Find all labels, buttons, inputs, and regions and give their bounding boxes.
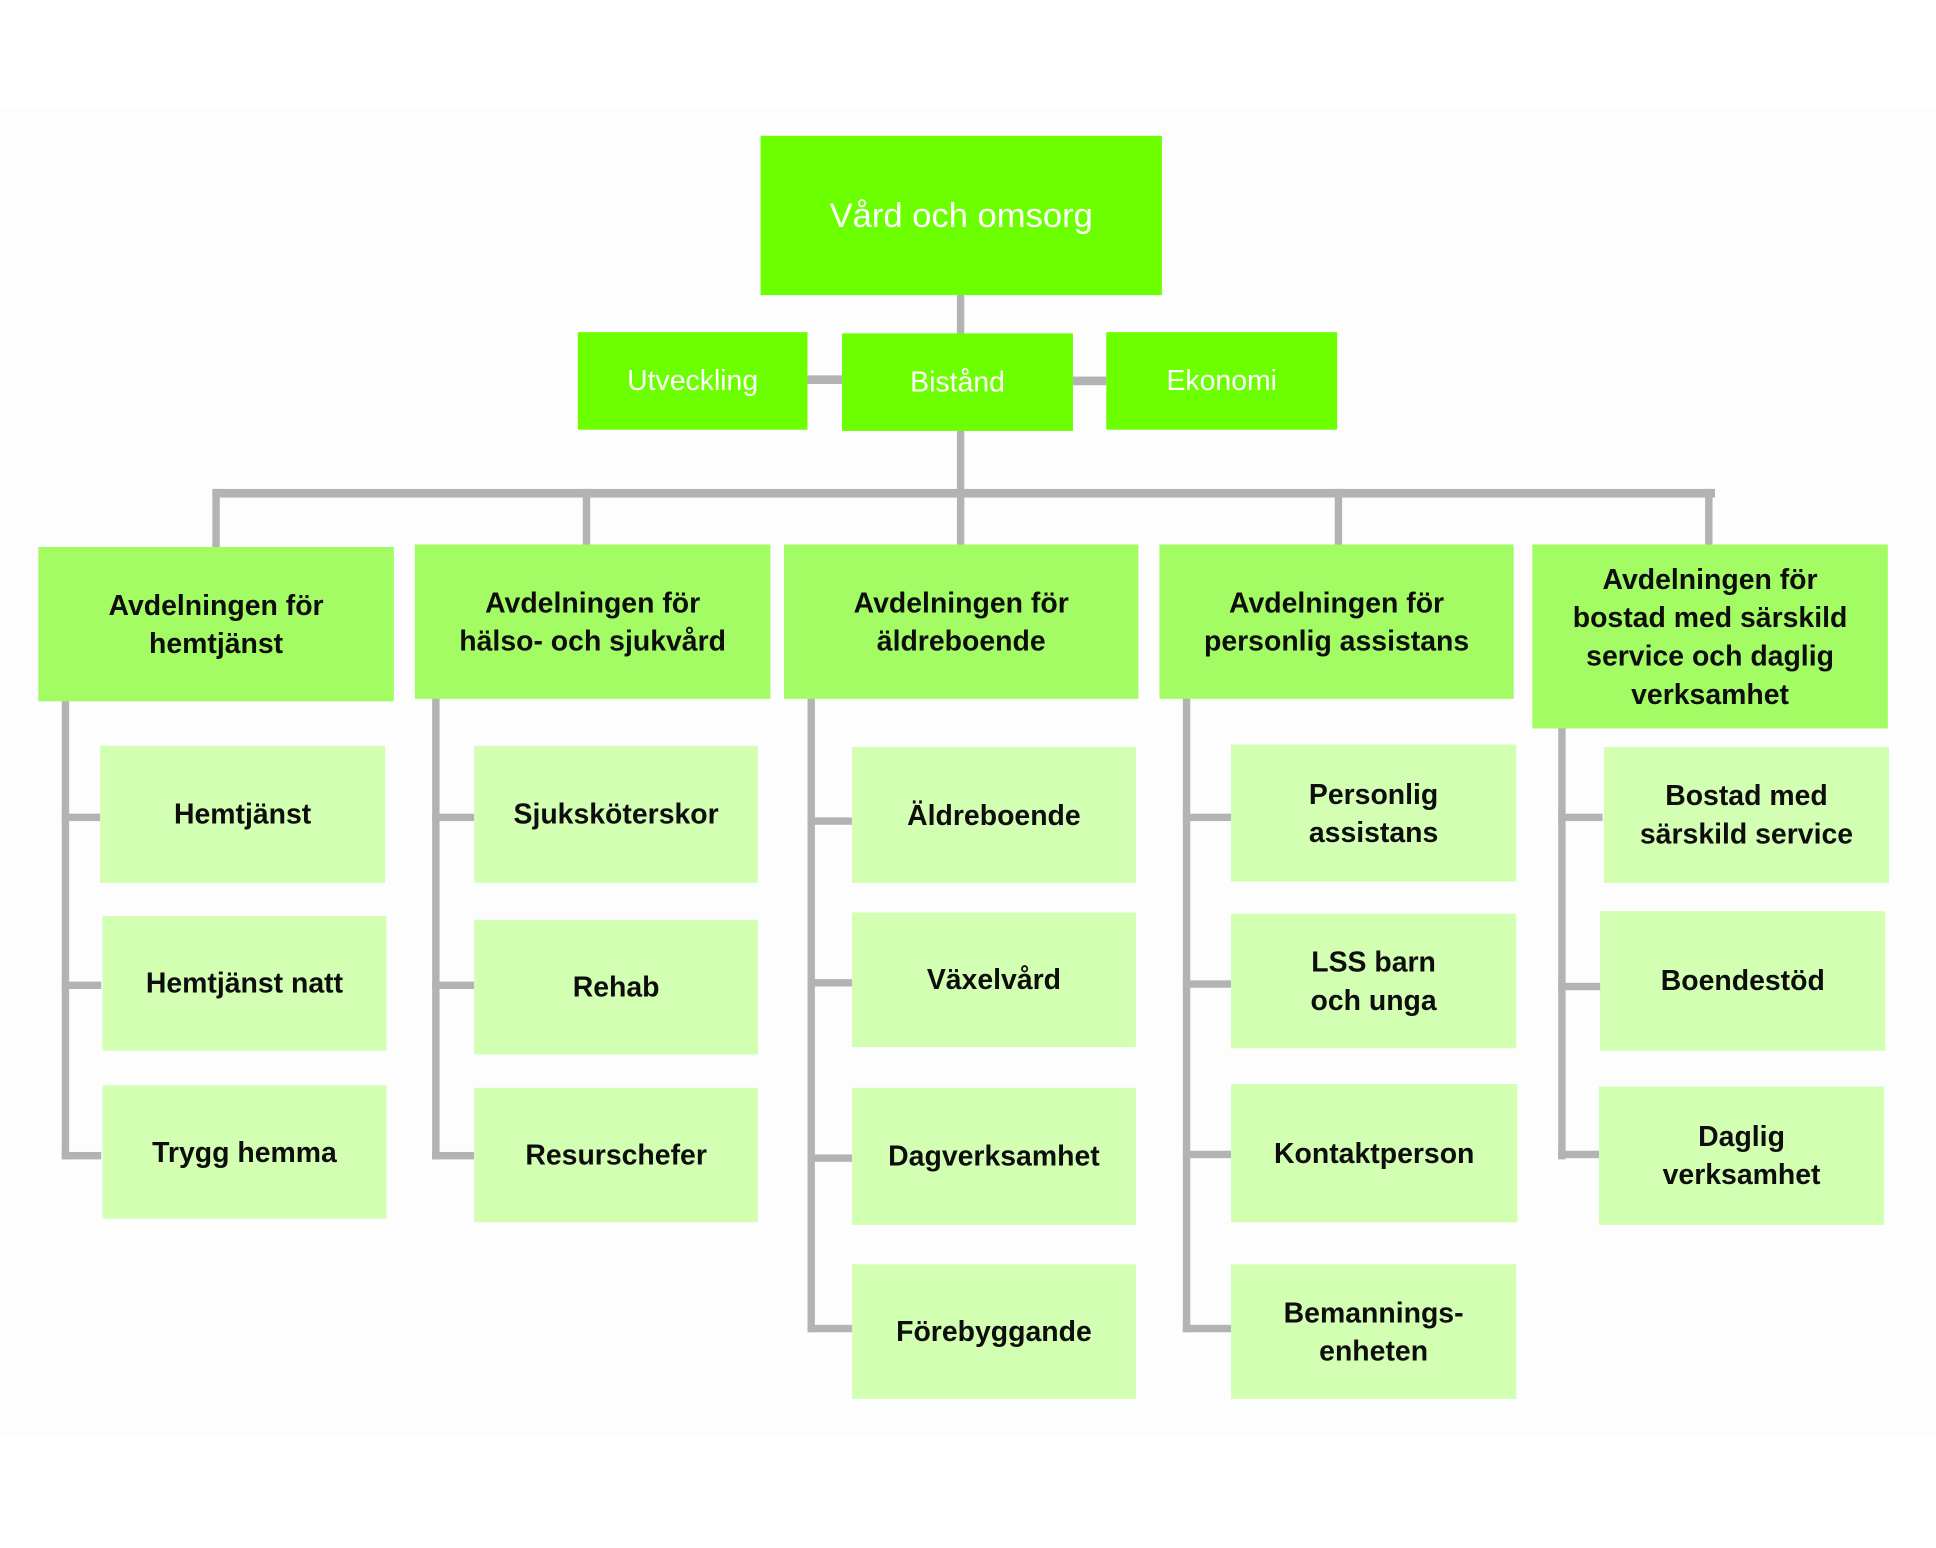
unit-hemtjanst-natt[interactable]: Hemtjänst natt	[102, 916, 387, 1051]
department-label: Avdelningen för bostad med särskild serv…	[1572, 562, 1848, 710]
unit-label: Daglig verksamhet	[1662, 1119, 1821, 1191]
department-halso-sjukvard[interactable]: Avdelningen för hälso- och sjukvård	[414, 544, 771, 699]
connector-utveckling-bistand	[807, 375, 843, 384]
connector-dept-3	[956, 488, 965, 545]
branch	[1182, 1150, 1231, 1159]
branch	[1182, 980, 1231, 988]
unit-resurschefer[interactable]: Resurschefer	[474, 1087, 759, 1223]
spine-5	[1558, 727, 1566, 1160]
unit-boendestod[interactable]: Boendestöd	[1600, 911, 1886, 1051]
unit-label: Kontaktperson	[1274, 1136, 1475, 1169]
unit-label: Äldreboende	[907, 798, 1081, 831]
spine-3	[807, 697, 815, 1333]
department-label: Avdelningen för personlig assistans	[1203, 585, 1470, 657]
unit-sjukskoterskor[interactable]: Sjuksköterskor	[474, 745, 759, 883]
unit-rehab[interactable]: Rehab	[474, 919, 759, 1055]
unit-bemanningsenheten[interactable]: Bemannings- enheten	[1230, 1264, 1517, 1399]
staff-node-utveckling[interactable]: Utveckling	[577, 332, 808, 430]
root-node-label: Vård och omsorg	[829, 195, 1093, 234]
branch	[61, 1151, 102, 1160]
staff-node-ekonomi[interactable]: Ekonomi	[1106, 332, 1338, 430]
unit-label: Sjuksköterskor	[513, 797, 719, 830]
unit-label: Resurschefer	[525, 1138, 707, 1171]
unit-aldreboende[interactable]: Äldreboende	[851, 746, 1136, 883]
connector-bistand-ekonomi	[1071, 376, 1107, 386]
unit-hemtjanst[interactable]: Hemtjänst	[100, 745, 386, 883]
department-personlig-assistans[interactable]: Avdelningen för personlig assistans	[1159, 544, 1514, 699]
connector-dept-5	[1705, 488, 1713, 545]
staff-node-label: Bistånd	[910, 365, 1005, 398]
branch	[1558, 1150, 1603, 1159]
branch	[807, 1324, 852, 1333]
branch	[432, 813, 475, 822]
connector-bistand-bus	[956, 429, 965, 497]
unit-forebyggande[interactable]: Förebyggande	[851, 1264, 1136, 1399]
connector-dept-4	[1334, 488, 1343, 545]
spine-2	[432, 697, 440, 1160]
unit-label: Boendestöd	[1660, 964, 1825, 997]
unit-label: Hemtjänst	[173, 797, 312, 830]
department-label: Avdelningen för hemtjänst	[108, 588, 324, 659]
staff-node-bistand[interactable]: Bistånd	[842, 333, 1073, 431]
branch	[807, 1154, 852, 1162]
unit-label: Bemannings- enheten	[1283, 1295, 1464, 1367]
unit-label: Förebyggande	[896, 1314, 1092, 1348]
branch	[807, 979, 852, 987]
unit-label: Rehab	[572, 970, 660, 1003]
unit-trygg-hemma[interactable]: Trygg hemma	[102, 1085, 387, 1219]
unit-bostad-sarskild-service[interactable]: Bostad med särskild service	[1603, 746, 1890, 883]
department-hemtjanst[interactable]: Avdelningen för hemtjänst	[38, 546, 394, 702]
unit-dagverksamhet[interactable]: Dagverksamhet	[851, 1087, 1136, 1225]
branch	[1182, 1324, 1231, 1333]
department-label: Avdelningen för hälso- och sjukvård	[459, 585, 727, 657]
unit-label: Växelvård	[926, 963, 1062, 996]
branch	[1558, 982, 1603, 991]
connector-dept-2	[582, 488, 591, 545]
department-aldreboende[interactable]: Avdelningen för äldreboende	[784, 544, 1139, 699]
branch	[1182, 813, 1231, 822]
unit-label: Bostad med särskild service	[1639, 779, 1854, 850]
branch	[61, 813, 102, 822]
connector-root-bistand	[956, 293, 965, 336]
department-label: Avdelningen för äldreboende	[853, 585, 1069, 657]
unit-daglig-verksamhet[interactable]: Daglig verksamhet	[1598, 1086, 1885, 1225]
spine-4	[1182, 697, 1191, 1333]
unit-label: Hemtjänst natt	[145, 966, 344, 999]
branch	[1558, 813, 1603, 822]
unit-kontaktperson[interactable]: Kontaktperson	[1230, 1084, 1518, 1223]
staff-node-label: Ekonomi	[1166, 364, 1277, 397]
unit-personlig-assistans[interactable]: Personlig assistans	[1230, 744, 1517, 882]
unit-lss-barn-unga[interactable]: LSS barn och unga	[1230, 913, 1517, 1049]
unit-label: Trygg hemma	[152, 1135, 337, 1168]
connector-dept-1	[212, 488, 220, 547]
spine-1	[61, 700, 70, 1160]
staff-node-label: Utveckling	[627, 364, 759, 397]
unit-label: Dagverksamhet	[888, 1139, 1100, 1172]
unit-label: LSS barn och unga	[1310, 945, 1437, 1016]
root-node[interactable]: Vård och omsorg	[760, 135, 1162, 296]
unit-vaxelvard[interactable]: Växelvård	[851, 912, 1136, 1048]
branch	[432, 981, 475, 989]
branch	[61, 981, 102, 989]
department-bostad-daglig[interactable]: Avdelningen för bostad med särskild serv…	[1532, 544, 1888, 729]
unit-label: Personlig assistans	[1308, 777, 1439, 848]
branch	[432, 1151, 475, 1160]
branch	[807, 817, 852, 825]
